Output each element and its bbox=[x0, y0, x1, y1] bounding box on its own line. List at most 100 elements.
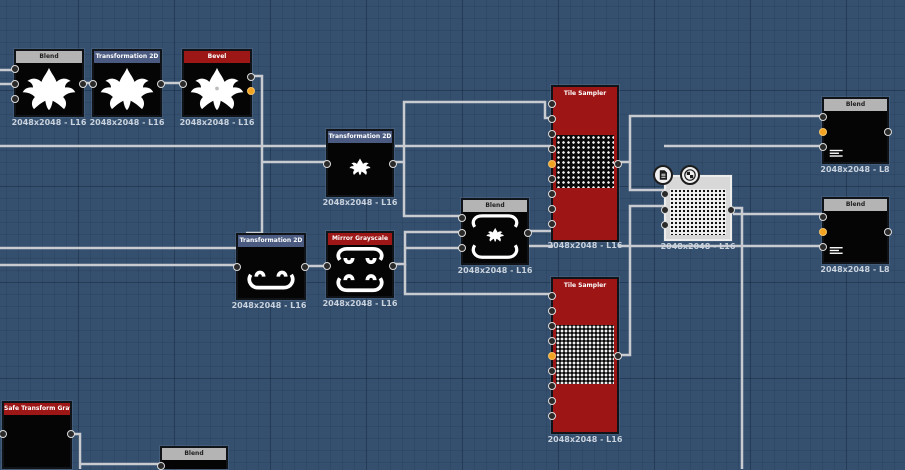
input-port[interactable] bbox=[819, 143, 827, 151]
node-title: Transformation 2D bbox=[238, 235, 304, 247]
document-icon[interactable] bbox=[653, 165, 673, 185]
output-port[interactable] bbox=[389, 160, 397, 168]
wire bbox=[619, 114, 822, 164]
input-port[interactable] bbox=[458, 214, 466, 222]
input-port[interactable] bbox=[548, 367, 556, 375]
node-thumbnail bbox=[827, 113, 884, 159]
node-selected-pattern[interactable] bbox=[661, 175, 735, 241]
node-bevel[interactable]: Bevel bbox=[179, 49, 255, 117]
node-caption: 2048x2048 - L16 bbox=[547, 435, 623, 444]
output-port[interactable] bbox=[524, 229, 532, 237]
input-port[interactable] bbox=[819, 243, 827, 251]
input-port-active[interactable] bbox=[548, 352, 556, 360]
input-port[interactable] bbox=[548, 412, 556, 420]
output-port[interactable] bbox=[884, 228, 892, 236]
node-thumbnail bbox=[19, 65, 79, 112]
wire bbox=[628, 162, 666, 192]
node-thumbnail bbox=[556, 325, 614, 384]
node-title: Mirror Grayscale bbox=[328, 233, 392, 245]
input-port[interactable] bbox=[11, 65, 19, 73]
input-port[interactable] bbox=[548, 220, 556, 228]
input-port[interactable] bbox=[819, 213, 827, 221]
node-title: Transformation 2D bbox=[94, 51, 160, 63]
node-safe-transform-grayscale[interactable]: Safe Transform Graysc... bbox=[0, 401, 75, 469]
node-blend-center[interactable]: Blend bbox=[458, 198, 532, 265]
input-port[interactable] bbox=[548, 145, 556, 153]
wire bbox=[403, 264, 553, 296]
wire bbox=[733, 206, 744, 469]
node-mirror-grayscale[interactable]: Mirror Grayscale bbox=[323, 231, 397, 298]
input-port[interactable] bbox=[548, 322, 556, 330]
input-port[interactable] bbox=[819, 113, 827, 121]
checker-icon[interactable] bbox=[680, 165, 700, 185]
input-port-active[interactable] bbox=[548, 160, 556, 168]
node-transformation-2d-top[interactable]: Transformation 2D bbox=[89, 49, 165, 117]
output-port[interactable] bbox=[157, 80, 165, 88]
node-transformation-2d-lower[interactable]: Transformation 2D bbox=[233, 233, 309, 300]
input-port[interactable] bbox=[323, 160, 331, 168]
node-caption: 2048x2048 - L16 bbox=[660, 242, 736, 251]
node-title: Safe Transform Graysc... bbox=[4, 403, 70, 415]
input-port[interactable] bbox=[548, 292, 556, 300]
input-port[interactable] bbox=[548, 115, 556, 123]
input-port-active[interactable] bbox=[819, 128, 827, 136]
node-caption: 2048x2048 - L16 bbox=[179, 118, 255, 127]
input-port[interactable] bbox=[11, 80, 19, 88]
node-thumbnail bbox=[331, 247, 389, 293]
node-tile-sampler-top[interactable]: Tile Sampler bbox=[548, 85, 622, 242]
node-blend-top[interactable]: Blend bbox=[11, 49, 87, 117]
node-blend-bottom[interactable]: Blend bbox=[157, 446, 228, 470]
wire bbox=[619, 204, 666, 357]
input-port[interactable] bbox=[548, 382, 556, 390]
node-title: Tile Sampler bbox=[553, 279, 617, 293]
input-port[interactable] bbox=[548, 190, 556, 198]
input-port[interactable] bbox=[661, 190, 669, 198]
node-thumbnail bbox=[187, 65, 247, 112]
output-port[interactable] bbox=[884, 128, 892, 136]
output-port[interactable] bbox=[301, 263, 309, 271]
wire bbox=[395, 100, 553, 164]
input-port[interactable] bbox=[548, 205, 556, 213]
input-port[interactable] bbox=[179, 80, 187, 88]
input-port[interactable] bbox=[661, 206, 669, 214]
node-title: Blend bbox=[162, 448, 226, 460]
input-port[interactable] bbox=[0, 430, 7, 438]
node-title: Blend bbox=[16, 51, 82, 63]
node-thumbnail bbox=[241, 249, 301, 295]
output-port[interactable] bbox=[727, 206, 735, 214]
input-port[interactable] bbox=[548, 307, 556, 315]
input-port[interactable] bbox=[458, 244, 466, 252]
output-port-active[interactable] bbox=[247, 87, 255, 95]
node-title: Tile Sampler bbox=[553, 87, 617, 101]
node-blend-right-top[interactable]: Blend bbox=[819, 97, 892, 164]
input-port[interactable] bbox=[89, 80, 97, 88]
input-port[interactable] bbox=[548, 397, 556, 405]
node-title: Blend bbox=[463, 200, 527, 212]
input-port[interactable] bbox=[233, 263, 241, 271]
node-thumbnail bbox=[827, 213, 884, 259]
input-port-active[interactable] bbox=[819, 228, 827, 236]
input-port[interactable] bbox=[548, 337, 556, 345]
input-port[interactable] bbox=[548, 175, 556, 183]
output-port[interactable] bbox=[614, 352, 622, 360]
node-caption: 2048x2048 - L8 bbox=[820, 265, 890, 274]
input-port[interactable] bbox=[548, 130, 556, 138]
input-port[interactable] bbox=[458, 229, 466, 237]
node-transformation-2d-middle[interactable]: Transformation 2D bbox=[323, 129, 397, 197]
node-thumbnail bbox=[556, 135, 614, 188]
output-port[interactable] bbox=[79, 80, 87, 88]
input-port[interactable] bbox=[11, 95, 19, 103]
node-blend-right-bottom[interactable]: Blend bbox=[819, 197, 892, 264]
input-port[interactable] bbox=[661, 221, 669, 229]
input-port[interactable] bbox=[323, 262, 331, 270]
input-port[interactable] bbox=[548, 100, 556, 108]
output-port[interactable] bbox=[247, 73, 255, 81]
output-port[interactable] bbox=[614, 160, 622, 168]
node-title: Bevel bbox=[184, 51, 250, 63]
node-caption: 2048x2048 - L16 bbox=[322, 198, 398, 207]
output-port[interactable] bbox=[67, 430, 75, 438]
output-port[interactable] bbox=[389, 262, 397, 270]
node-tile-sampler-bottom[interactable]: Tile Sampler bbox=[548, 277, 622, 434]
